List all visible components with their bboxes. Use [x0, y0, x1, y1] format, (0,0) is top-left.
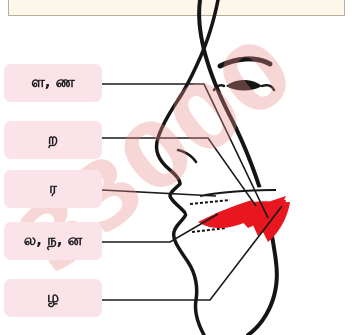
leader-line-3	[102, 190, 216, 196]
label-text-3: ர	[49, 179, 57, 199]
label-text-4: ல, ந, ன	[24, 231, 82, 251]
label-text-5: ழ	[47, 288, 59, 308]
label-box-4: ல, ந, ன	[4, 222, 102, 260]
label-box-2: ற	[4, 121, 102, 159]
eyebrow	[220, 59, 270, 66]
hair-outline	[199, 0, 277, 335]
eye	[226, 80, 262, 91]
label-text-2: ற	[48, 130, 58, 150]
label-text-1: ள, ண	[31, 73, 75, 93]
face-profile-line	[157, 0, 219, 335]
label-box-3: ர	[4, 170, 102, 208]
label-box-5: ழ	[4, 279, 102, 317]
label-box-1: ள, ண	[4, 64, 102, 102]
nostril	[178, 150, 196, 162]
